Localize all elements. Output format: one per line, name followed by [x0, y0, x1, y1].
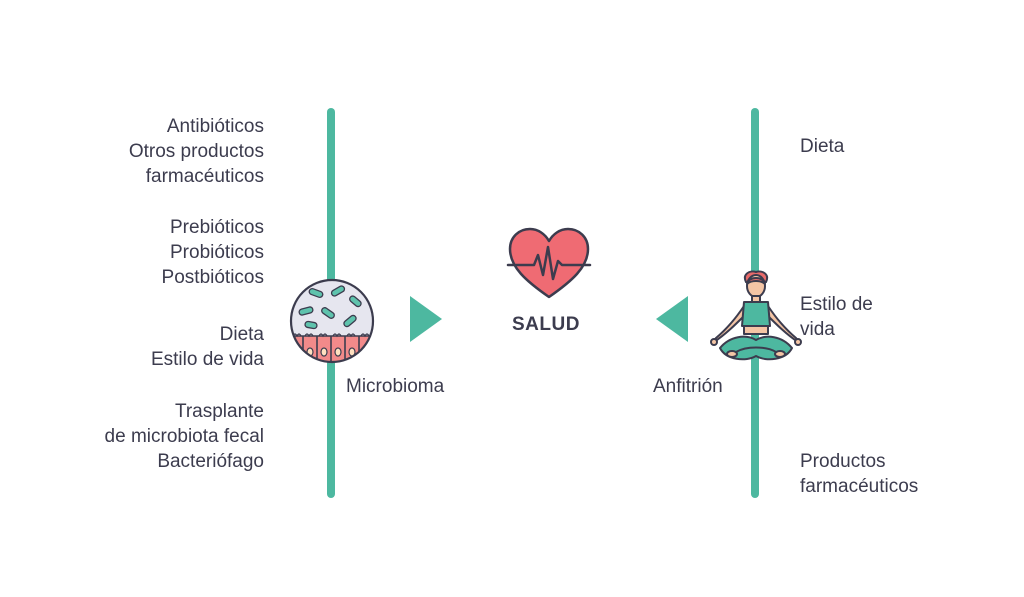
microbiome-circle-icon	[287, 276, 377, 366]
left-factor-group-3: Dieta Estilo de vida	[151, 322, 264, 372]
right-factor-group-1: Dieta	[800, 134, 844, 159]
right-factor-line: vida	[800, 319, 835, 340]
right-factor-line: Productos	[800, 451, 886, 472]
left-factor-line: Bacteriófago	[157, 451, 264, 472]
left-factor-line: de microbiota fecal	[104, 426, 264, 447]
left-factor-line: Probióticos	[170, 242, 264, 263]
left-factor-group-4: Trasplante de microbiota fecal Bacterióf…	[105, 399, 264, 474]
right-factor-group-2: Estilo de vida	[800, 292, 873, 342]
microbiome-label: Microbioma	[346, 376, 445, 397]
right-factor-line: Dieta	[800, 136, 845, 157]
left-factor-line: Trasplante	[174, 401, 264, 422]
yoga-woman-icon	[706, 268, 806, 372]
left-factor-line: farmacéuticos	[145, 166, 264, 187]
host-label: Anfitrión	[653, 376, 723, 397]
left-factor-line: Postbióticos	[161, 267, 264, 288]
heart-pulse-icon	[506, 225, 592, 301]
left-factor-line: Dieta	[219, 324, 264, 345]
left-factor-group-2: Prebióticos Probióticos Postbióticos	[162, 215, 264, 290]
right-factor-line: farmacéuticos	[800, 476, 919, 497]
left-factor-group-1: Antibióticos Otros productos farmacéutic…	[129, 114, 264, 189]
triangle-left-icon	[656, 296, 690, 342]
left-factor-line: Antibióticos	[166, 116, 264, 137]
left-factor-line: Otros productos	[128, 141, 264, 162]
right-factor-group-3: Productos farmacéuticos	[800, 449, 918, 499]
left-factor-line: Prebióticos	[170, 217, 264, 238]
left-factor-line: Estilo de vida	[150, 349, 264, 370]
health-label: SALUD	[512, 314, 580, 335]
triangle-right-icon	[410, 296, 444, 342]
right-factor-line: Estilo de	[800, 294, 873, 315]
